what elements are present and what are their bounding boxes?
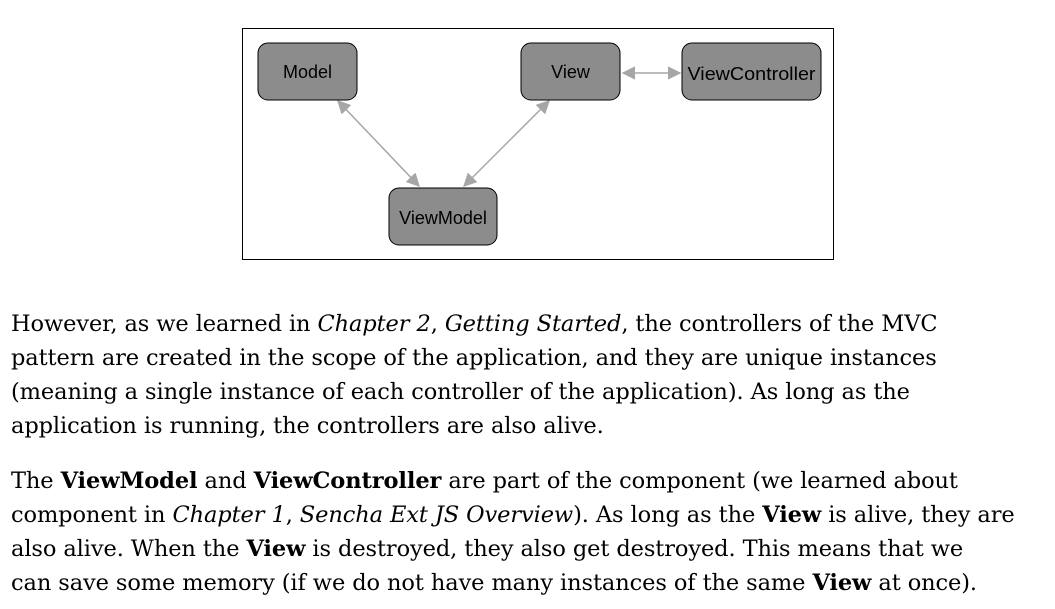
paragraph-mvc-controllers: However, as we learned in Chapter 2, Get… [11, 307, 1051, 443]
architecture-diagram: Model View ViewController ViewModel [242, 28, 834, 260]
bold-term: View [812, 570, 872, 596]
paragraph-line: application is running, the controllers … [11, 413, 604, 439]
model-node: Model [257, 42, 358, 101]
paragraph-line: can save some memory (if we do not have … [11, 570, 977, 596]
paragraph-line: pattern are created in the scope of the … [11, 345, 937, 371]
bold-term: View [246, 536, 306, 562]
diagram-canvas: Model View ViewController ViewModel [257, 42, 822, 246]
view-node-label: View [551, 62, 591, 82]
chapter-reference: Chapter 2 [317, 311, 431, 337]
viewmodel-node: ViewModel [388, 187, 498, 246]
viewcontroller-node: ViewController [681, 42, 822, 101]
paragraph-line: (meaning a single instance of each contr… [11, 379, 910, 405]
view-viewmodel-connector [463, 100, 550, 187]
bold-term: ViewModel [60, 468, 198, 494]
paragraph-viewmodel-viewcontroller: The ViewModel and ViewController are par… [11, 464, 1051, 600]
bold-term: View [762, 502, 822, 528]
chapter-reference: Chapter 1 [172, 502, 286, 528]
viewmodel-node-label: ViewModel [399, 208, 487, 228]
view-node: View [520, 42, 621, 101]
model-node-label: Model [283, 62, 332, 82]
paragraph-line: However, as we learned in Chapter 2, Get… [11, 311, 938, 337]
model-viewmodel-connector [337, 100, 420, 187]
paragraph-line: component in Chapter 1, Sencha Ext JS Ov… [11, 502, 1015, 528]
paragraph-line: also alive. When the View is destroyed, … [11, 536, 964, 562]
chapter-title-reference: Getting Started [444, 311, 622, 337]
chapter-title-reference: Sencha Ext JS Overview [299, 502, 574, 528]
bold-term: ViewController [253, 468, 442, 494]
viewcontroller-node-label: ViewController [688, 64, 816, 84]
paragraph-line: The ViewModel and ViewController are par… [11, 468, 958, 494]
